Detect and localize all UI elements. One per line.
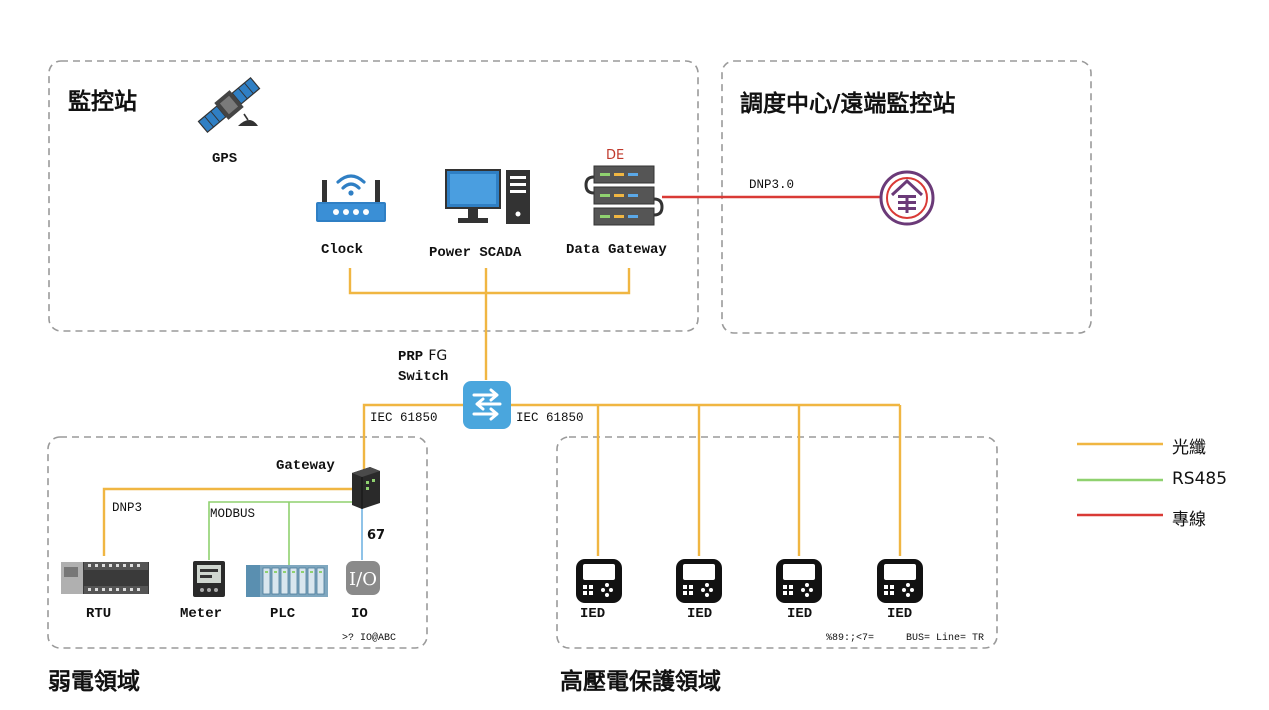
rtu-label: RTU (86, 606, 112, 622)
switch-icon (463, 381, 511, 429)
rs485-modbus-bus (208, 501, 358, 560)
ied-label: IED (787, 606, 813, 622)
plc-device-icon (246, 565, 328, 597)
ied-device-icon (776, 559, 822, 603)
zone-title-dispatch-center: 調度中心/遠端監控站 (740, 91, 956, 117)
rtu-device-icon (61, 562, 149, 594)
computer-icon (445, 169, 530, 224)
ied-label: IED (580, 606, 606, 622)
iec-61850-right-label: IEC 61850 (516, 411, 584, 425)
fiber-dnp3-rtu (102, 487, 358, 556)
weak-note-b: IO@ABC (360, 633, 397, 644)
plc-label: PLC (270, 606, 296, 622)
de-tag: DE (606, 148, 625, 163)
hv-protection-box (556, 436, 998, 649)
switch-label-bold: PRP (398, 349, 424, 365)
power-scada-label: Power SCADA (429, 245, 522, 261)
ied-device-icon (676, 559, 722, 603)
clock-label: Clock (321, 242, 364, 258)
weak-power-box (47, 436, 428, 649)
gateway-device-icon (352, 467, 380, 509)
io-device-icon: I/O (346, 561, 380, 595)
monitor-station-box (48, 60, 699, 332)
dnp30-label: DNP3.0 (749, 178, 795, 192)
legend-rs485-label: RS485 (1172, 469, 1228, 489)
satellite-icon (197, 76, 261, 134)
switch-label-rest: FG (428, 348, 448, 364)
legend-leased-label: 專線 (1172, 510, 1206, 530)
zone-title-monitor-station: 監控站 (68, 89, 137, 115)
zone-title-weak-power: 弱電領域 (48, 669, 140, 695)
io-number-label: 67 (367, 528, 386, 543)
weak-note-a: >? (342, 633, 355, 644)
gateway-label: Gateway (276, 458, 335, 474)
hv-note-a: %89:;<7= (826, 633, 875, 644)
taipower-logo-icon (879, 170, 935, 226)
switch-label-line2: Switch (398, 369, 449, 385)
meter-label: Meter (180, 606, 223, 622)
legend-fiber-label: 光纖 (1172, 438, 1206, 458)
meter-device-icon (193, 561, 225, 597)
gps-label: GPS (212, 151, 238, 167)
switch-label: PRP FG Switch (398, 346, 448, 386)
server-icon (584, 165, 664, 226)
ied-label: IED (887, 606, 913, 622)
data-gateway-label: Data Gateway (566, 242, 667, 258)
io-label: IO (351, 606, 368, 622)
svg-text:I/O: I/O (349, 569, 377, 590)
fiber-switch-gateway (362, 403, 466, 470)
zone-title-hv-protection: 高壓電保護領域 (560, 669, 721, 695)
ied-device-icon (877, 559, 923, 603)
hv-note-b: BUS= Line= TR (906, 633, 985, 644)
modbus-label: MODBUS (210, 507, 256, 521)
dnp3-label: DNP3 (112, 501, 143, 515)
ied-label: IED (687, 606, 713, 622)
ied-device-icon (576, 559, 622, 603)
fiber-clock-line (348, 268, 631, 295)
router-icon (316, 174, 386, 222)
iec-61850-left-label: IEC 61850 (370, 411, 438, 425)
